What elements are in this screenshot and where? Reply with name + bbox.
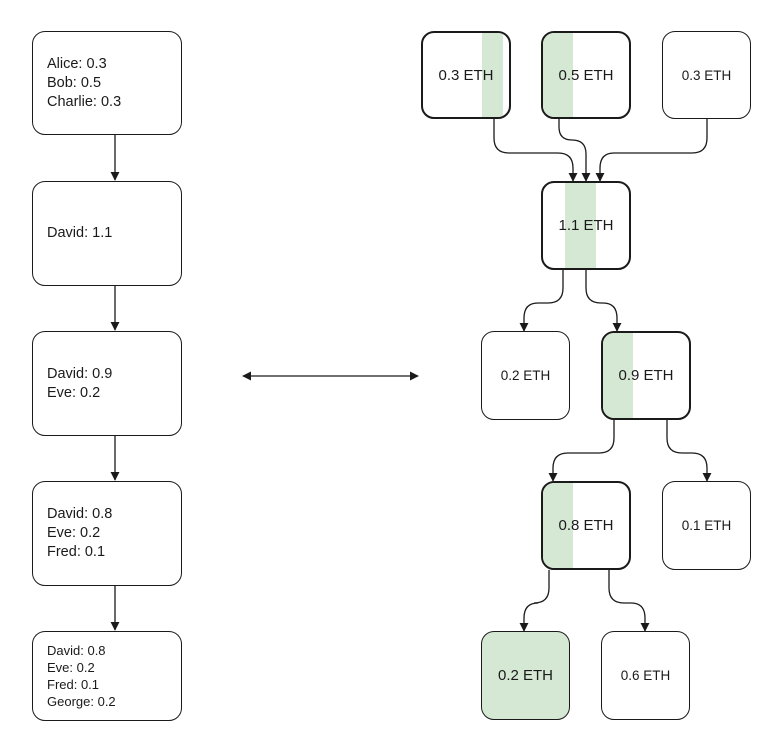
- utxo-input-a: 0.3 ETH: [421, 31, 511, 119]
- spent-highlight: [565, 183, 596, 268]
- spent-highlight: [543, 33, 573, 117]
- utxo-input-b: 0.5 ETH: [541, 31, 631, 119]
- spent-highlight: [482, 33, 503, 117]
- arrow-merge-to-out-09: [585, 270, 622, 332]
- utxo-input-b-label: 0.5 ETH: [558, 66, 614, 84]
- utxo-output-0-8-label: 0.8 ETH: [558, 517, 614, 534]
- utxo-output-0-2-a-label: 0.2 ETH: [500, 368, 551, 383]
- utxo-output-0-6-label: 0.6 ETH: [620, 668, 671, 683]
- utxo-merged: 1.1 ETH: [541, 181, 631, 270]
- state-1-line-2: Bob: 0.5: [47, 74, 102, 91]
- account-state-2: David: 1.1: [32, 181, 182, 286]
- account-state-4: David: 0.8 Eve: 0.2 Fred: 0.1: [32, 481, 182, 586]
- account-state-3: David: 0.9 Eve: 0.2: [32, 331, 182, 436]
- state-2-line-1: David: 1.1: [47, 225, 113, 241]
- state-4-line-2: Eve: 0.2: [47, 525, 101, 541]
- arrow-merge-to-out-02a: [519, 270, 564, 332]
- spent-highlight: [603, 333, 633, 418]
- arrow-in-c-to-merge: [595, 118, 708, 182]
- utxo-merged-label: 1.1 ETH: [558, 217, 614, 234]
- utxo-output-0-2-b: 0.2 ETH: [481, 631, 570, 720]
- state-5-line-1: David: 0.8: [47, 643, 106, 658]
- utxo-input-a-label: 0.3 ETH: [438, 66, 494, 84]
- utxo-input-c: 0.3 ETH: [662, 31, 751, 119]
- state-1-line-3: Charlie: 0.3: [47, 93, 122, 110]
- state-5-line-2: Eve: 0.2: [47, 660, 95, 675]
- arrow-in-b-to-merge: [558, 118, 591, 182]
- state-3-line-2: Eve: 0.2: [47, 384, 101, 401]
- utxo-output-0-8: 0.8 ETH: [541, 481, 631, 570]
- account-state-1: Alice: 0.3 Bob: 0.5 Charlie: 0.3: [32, 31, 182, 135]
- state-1-line-1: Alice: 0.3: [47, 55, 107, 72]
- arrow-out-09-to-out-08: [548, 420, 615, 482]
- utxo-output-0-2-b-label: 0.2 ETH: [497, 667, 554, 684]
- state-3-line-1: David: 0.9: [47, 365, 113, 382]
- arrow-out-09-to-out-01: [666, 420, 712, 482]
- state-5-line-3: Fred: 0.1: [47, 677, 100, 692]
- utxo-input-c-label: 0.3 ETH: [681, 67, 732, 83]
- utxo-output-0-1: 0.1 ETH: [662, 481, 751, 570]
- state-4-line-3: Fred: 0.1: [47, 544, 106, 560]
- utxo-output-0-9-label: 0.9 ETH: [618, 367, 674, 384]
- utxo-output-0-1-label: 0.1 ETH: [681, 518, 732, 533]
- arrow-out-08-to-out-02b: [519, 570, 550, 632]
- utxo-output-0-2-a: 0.2 ETH: [481, 331, 570, 420]
- arrow-in-a-to-merge: [493, 118, 578, 182]
- arrow-out-08-to-out-06: [608, 570, 650, 632]
- state-4-line-1: David: 0.8: [47, 506, 113, 522]
- utxo-output-0-9: 0.9 ETH: [601, 331, 691, 420]
- account-state-5: David: 0.8 Eve: 0.2 Fred: 0.1 George: 0.…: [32, 631, 182, 721]
- utxo-output-0-6: 0.6 ETH: [601, 631, 690, 720]
- spent-highlight: [543, 483, 573, 568]
- state-5-line-4: George: 0.2: [47, 694, 116, 709]
